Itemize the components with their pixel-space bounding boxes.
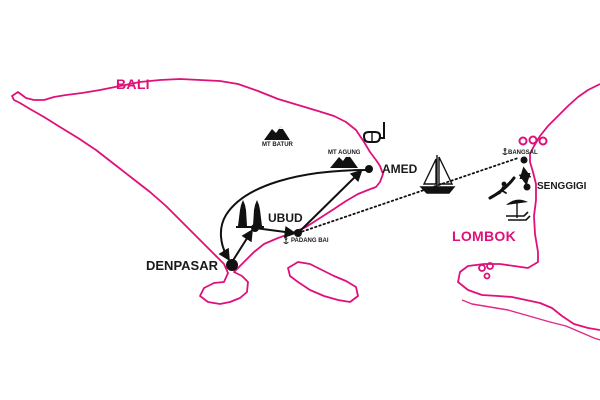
snorkel-mask-icon <box>362 122 385 143</box>
bangsal-label: BANGSAL <box>508 150 538 156</box>
bali-label: BALI <box>116 76 150 92</box>
anchor-icon <box>283 237 289 244</box>
lombok-coastline <box>457 83 600 331</box>
padang-bai-marker[interactable] <box>294 229 302 237</box>
route-bangsal-senggigi <box>518 166 532 186</box>
beach-umbrella-icon <box>506 199 531 221</box>
amed-label: AMED <box>382 162 418 176</box>
nusa-penida-coastline <box>287 261 359 303</box>
gili-islands-icon <box>518 135 548 146</box>
senggigi-label: SENGGIGI <box>537 181 587 192</box>
temple-gate-icon <box>236 200 264 228</box>
anchor-icon <box>502 148 508 155</box>
bangsal-marker[interactable] <box>520 156 528 164</box>
route-amed-denpasar <box>218 169 369 262</box>
mt-agung-label: MT AGUNG <box>328 150 361 156</box>
mountain-icon <box>330 154 358 168</box>
lombok-lower-bay <box>461 299 600 341</box>
surfer-icon <box>488 176 516 200</box>
lombok-label: LOMBOK <box>452 228 517 244</box>
mt-batur-label: MT BATUR <box>262 142 293 148</box>
route-denpasar-ubud <box>231 228 253 263</box>
padang-bai-label: PADANG BAI <box>291 238 329 244</box>
denpasar-label: DENPASAR <box>146 258 218 273</box>
denpasar-marker[interactable] <box>226 259 238 271</box>
sailboat-icon <box>419 155 456 194</box>
route-ubud-padangbai <box>254 225 297 238</box>
senggigi-marker[interactable] <box>523 183 531 191</box>
mountain-icon <box>264 126 290 140</box>
ubud-label: UBUD <box>268 211 303 225</box>
sea-route-padangbai-bangsal <box>297 157 519 234</box>
small-islands-icon <box>478 262 494 280</box>
route-padangbai-amed <box>299 169 363 232</box>
amed-marker[interactable] <box>365 165 373 173</box>
